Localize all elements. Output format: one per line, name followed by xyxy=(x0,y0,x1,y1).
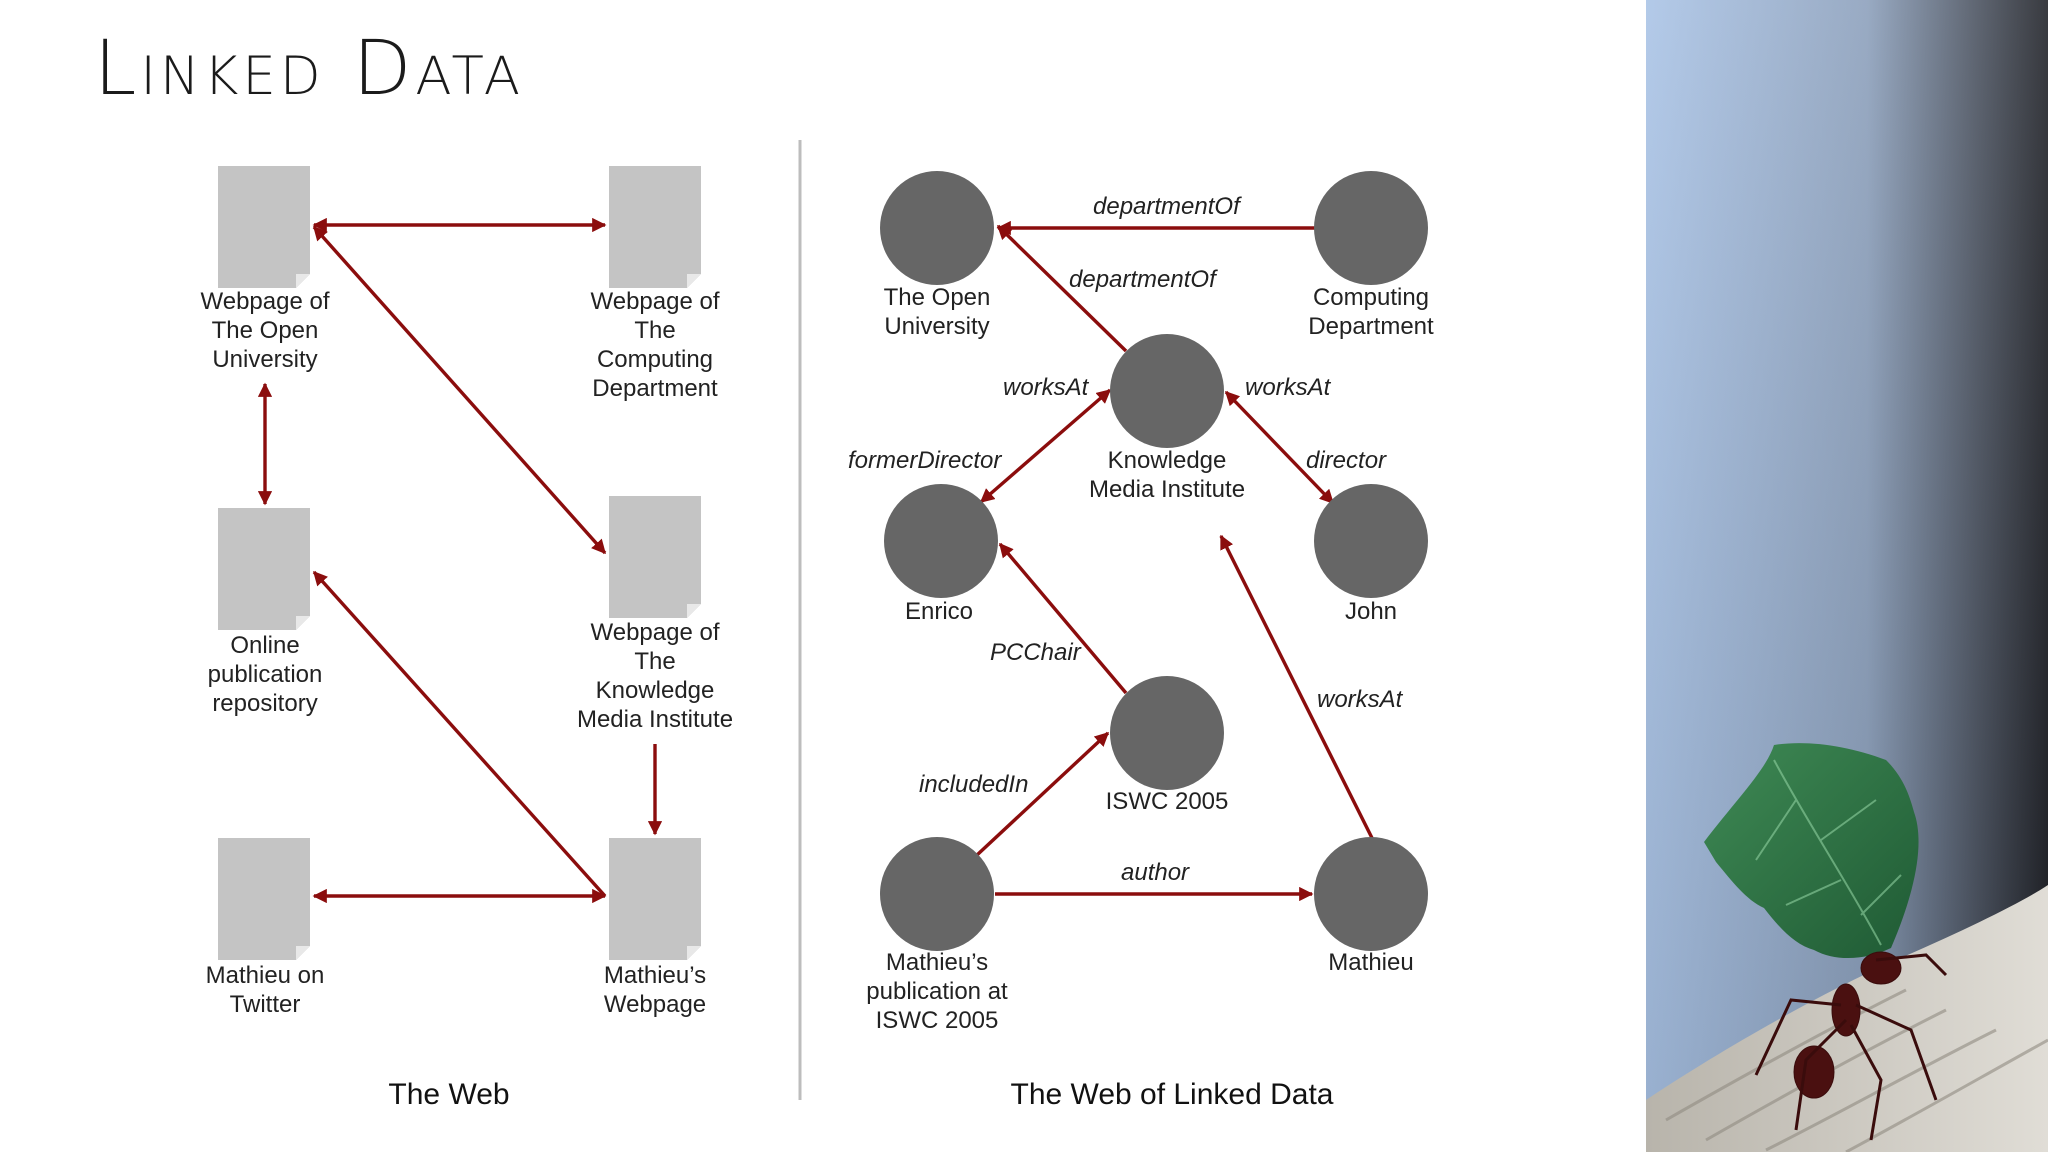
ant xyxy=(1754,951,1948,1141)
edge-label: author xyxy=(1121,859,1190,886)
arrow-ou-kmi xyxy=(312,225,607,555)
edge-label: formerDirector xyxy=(848,447,1002,474)
web-page-label: Mathieu on Twitter xyxy=(205,962,325,1018)
diagram-canvas xyxy=(218,140,1428,1100)
ld-node-label: Knowledge Media Institute xyxy=(1088,447,1246,503)
ld-node-label: Computing Department xyxy=(1308,284,1434,340)
edge-label: director xyxy=(1306,447,1387,474)
edge-label: worksAt xyxy=(1245,374,1331,401)
page-fold xyxy=(687,604,701,618)
ld-node-label: The Open University xyxy=(883,284,991,340)
slide: Linked Data xyxy=(94,23,1434,1111)
ld-arrows xyxy=(975,220,1374,902)
page-fold xyxy=(296,616,310,630)
edge-kmi-john xyxy=(1224,390,1335,505)
ld-node-label: John xyxy=(1344,598,1398,625)
ld-node-label: ISWC 2005 xyxy=(1105,788,1229,815)
web-caption: The Web xyxy=(388,1078,510,1111)
web-page-label: Online publication repository xyxy=(207,632,323,717)
node-mathieu xyxy=(1314,837,1428,951)
web-arrows xyxy=(257,217,663,904)
edge-label: worksAt xyxy=(1317,686,1403,713)
edge-label: PCChair xyxy=(990,639,1081,666)
edge-publication-iswc xyxy=(975,731,1110,857)
node-john xyxy=(1314,484,1428,598)
ld-node-label: Mathieu xyxy=(1328,949,1414,976)
edge-mathieu-kmi xyxy=(1219,534,1374,839)
ant-legs xyxy=(1754,953,1948,1141)
linked-data-caption: The Web of Linked Data xyxy=(1010,1078,1334,1111)
page-publication-repository xyxy=(218,508,310,630)
edge-iswc-enrico xyxy=(998,542,1128,695)
leaf xyxy=(1704,743,1919,959)
edge-kmi-ou xyxy=(996,224,1128,353)
node-open-university xyxy=(880,171,994,285)
edge-label: departmentOf xyxy=(1069,266,1216,293)
edge-label: departmentOf xyxy=(1093,193,1240,220)
web-pages xyxy=(218,166,701,960)
node-publication xyxy=(880,837,994,951)
web-page-label: Webpage of The Computing Department xyxy=(590,288,720,402)
page-fold xyxy=(687,274,701,288)
page-fold xyxy=(296,946,310,960)
page-fold xyxy=(296,274,310,288)
page-computing-department xyxy=(609,166,701,288)
edge-label: includedIn xyxy=(919,771,1029,798)
ld-nodes xyxy=(880,171,1428,951)
web-page-label: Webpage of The Knowledge Media Institute xyxy=(576,619,734,733)
page-fold xyxy=(687,946,701,960)
ld-node-label: Enrico xyxy=(904,598,974,625)
node-kmi xyxy=(1110,334,1224,448)
page-twitter xyxy=(218,838,310,960)
ant-thorax xyxy=(1831,983,1861,1037)
page-mathieu-webpage xyxy=(609,838,701,960)
edge-label: worksAt xyxy=(1003,374,1089,401)
node-iswc xyxy=(1110,676,1224,790)
page-kmi xyxy=(609,496,701,618)
node-computing-department xyxy=(1314,171,1428,285)
edge-enrico-kmi xyxy=(979,388,1112,504)
ld-node-label: Mathieu’s publication at ISWC 2005 xyxy=(866,949,1008,1034)
leafcutter-ant-photo xyxy=(1646,0,2048,1152)
leaf-veins xyxy=(1755,759,1902,946)
arrow-repository-mathieu xyxy=(312,570,607,898)
ant-abdomen xyxy=(1793,1045,1835,1099)
web-page-label: Webpage of The Open University xyxy=(200,288,330,373)
web-page-label: Mathieu’s Webpage xyxy=(603,962,707,1018)
slide-title: Linked Data xyxy=(94,23,525,112)
page-open-university xyxy=(218,166,310,288)
node-enrico xyxy=(884,484,998,598)
